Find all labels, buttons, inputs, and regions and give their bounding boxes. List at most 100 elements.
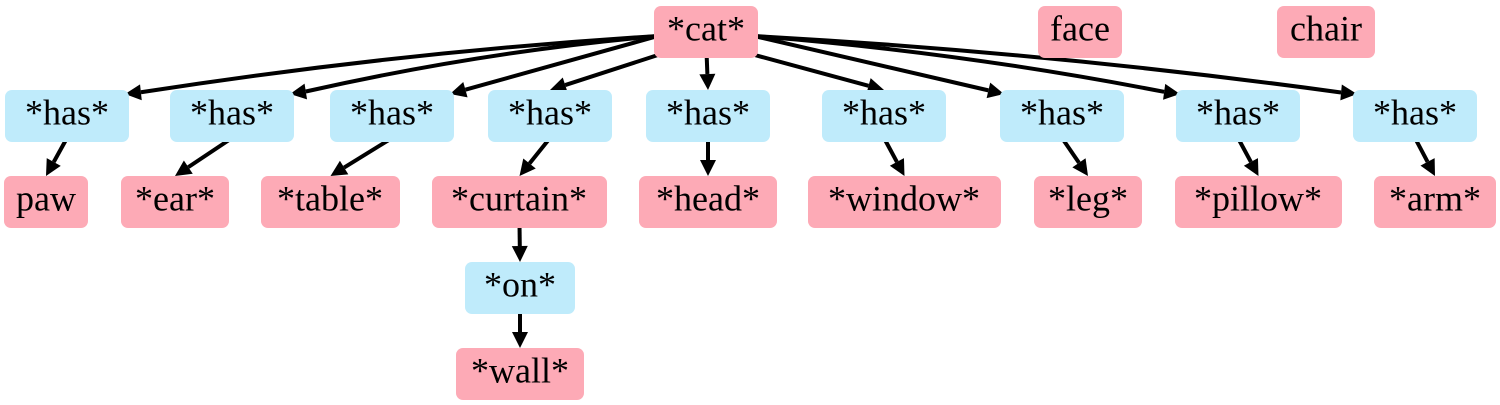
node-cat: *cat* bbox=[654, 6, 758, 58]
node-face: face bbox=[1038, 6, 1122, 58]
edge-cat-to-has6 bbox=[750, 52, 870, 88]
node-has-3-label: *has* bbox=[350, 92, 434, 132]
edge-has2-to-ear bbox=[187, 136, 234, 169]
arrowhead-cat-to-has6 bbox=[866, 78, 884, 94]
node-cat-box bbox=[654, 6, 758, 58]
node-wall: *wall* bbox=[456, 348, 584, 400]
node-has-1: *has* bbox=[5, 90, 129, 142]
node-pillow: *pillow* bbox=[1175, 176, 1342, 228]
arrowhead-cat-to-has8 bbox=[1163, 83, 1180, 100]
edge-cat-to-has9 bbox=[753, 34, 1342, 95]
node-has-2-box bbox=[170, 90, 294, 142]
arrowhead-has9-to-arm bbox=[1420, 158, 1435, 176]
node-chair-label: chair bbox=[1290, 8, 1362, 48]
node-on: *on* bbox=[465, 262, 575, 314]
node-ear: *ear* bbox=[121, 176, 229, 228]
node-pillow-box bbox=[1175, 176, 1342, 228]
node-table: *table* bbox=[261, 176, 400, 228]
node-ear-label: *ear* bbox=[135, 178, 215, 218]
node-curtain-box bbox=[432, 176, 607, 228]
arrowhead-cat-to-has9 bbox=[1340, 84, 1357, 101]
node-arm-box bbox=[1374, 176, 1496, 228]
node-has-8-box bbox=[1176, 90, 1300, 142]
arrowhead-has3-to-table bbox=[330, 160, 349, 176]
node-has-4-box bbox=[488, 90, 612, 142]
edge-cat-to-has7 bbox=[753, 34, 989, 93]
node-paw: paw bbox=[4, 176, 88, 228]
node-has-9-box bbox=[1353, 90, 1477, 142]
node-curtain: *curtain* bbox=[432, 176, 607, 228]
arrowhead-has6-to-window bbox=[889, 158, 905, 176]
node-arm: *arm* bbox=[1374, 176, 1496, 228]
arrowhead-curtain-to-on bbox=[511, 245, 528, 262]
node-paw-label: paw bbox=[16, 178, 76, 218]
node-has-3-box bbox=[330, 90, 454, 142]
arrowhead-has1-to-paw bbox=[46, 158, 61, 176]
edge-has3-to-table bbox=[343, 136, 394, 170]
node-has-3: *has* bbox=[330, 90, 454, 142]
arrowhead-cat-to-has2 bbox=[290, 83, 308, 100]
node-chair: chair bbox=[1277, 6, 1375, 58]
arrowhead-has7-to-leg bbox=[1072, 158, 1088, 176]
node-arm-label: *arm* bbox=[1389, 178, 1481, 218]
node-head-box bbox=[639, 176, 777, 228]
node-has-4-label: *has* bbox=[508, 92, 592, 132]
node-face-box bbox=[1038, 6, 1122, 58]
arrowhead-on-to-wall bbox=[512, 332, 528, 348]
arrowhead-cat-to-has5 bbox=[699, 73, 716, 90]
node-leg: *leg* bbox=[1034, 176, 1142, 228]
node-has-2-label: *has* bbox=[190, 92, 274, 132]
node-on-label: *on* bbox=[484, 264, 556, 304]
node-has-5: *has* bbox=[646, 90, 770, 142]
node-has-6: *has* bbox=[822, 90, 946, 142]
node-has-5-box bbox=[646, 90, 770, 142]
node-has-8: *has* bbox=[1176, 90, 1300, 142]
node-has-9-label: *has* bbox=[1373, 92, 1457, 132]
node-window-label: *window* bbox=[828, 178, 980, 218]
node-has-2: *has* bbox=[170, 90, 294, 142]
node-head-label: *head* bbox=[656, 178, 760, 218]
node-on-box bbox=[465, 262, 575, 314]
node-has-6-box bbox=[822, 90, 946, 142]
node-chair-box bbox=[1277, 6, 1375, 58]
arrowhead-cat-to-has3 bbox=[450, 81, 468, 98]
arrowhead-cat-to-has1 bbox=[125, 84, 142, 101]
node-has-1-box bbox=[5, 90, 129, 142]
node-cat-label: *cat* bbox=[667, 8, 745, 48]
node-has-7: *has* bbox=[1000, 90, 1124, 142]
arrowhead-has5-to-head bbox=[700, 160, 716, 176]
edge-cat-to-has2 bbox=[305, 34, 659, 94]
node-ear-box bbox=[121, 176, 229, 228]
arrowhead-has8-to-pillow bbox=[1243, 158, 1259, 176]
arrowhead-has2-to-ear bbox=[175, 160, 193, 176]
arrowhead-cat-to-has7 bbox=[986, 82, 1004, 99]
node-has-9: *has* bbox=[1353, 90, 1477, 142]
edge-cat-to-has3 bbox=[464, 34, 659, 92]
node-wall-label: *wall* bbox=[471, 350, 569, 390]
node-has-4: *has* bbox=[488, 90, 612, 142]
node-paw-box bbox=[4, 176, 88, 228]
node-wall-box bbox=[456, 348, 584, 400]
node-has-7-box bbox=[1000, 90, 1124, 142]
node-window-box bbox=[808, 176, 1001, 228]
edges-layer bbox=[46, 34, 1435, 348]
node-has-8-label: *has* bbox=[1196, 92, 1280, 132]
edge-cat-to-has4 bbox=[564, 52, 662, 87]
arrowhead-has4-to-curtain bbox=[519, 158, 536, 176]
node-table-box bbox=[261, 176, 400, 228]
node-curtain-label: *curtain* bbox=[451, 178, 587, 218]
node-table-label: *table* bbox=[277, 178, 383, 218]
node-head: *head* bbox=[639, 176, 777, 228]
node-has-1-label: *has* bbox=[25, 92, 109, 132]
node-leg-label: *leg* bbox=[1048, 178, 1128, 218]
nodes-layer: *cat* face chair *has* *has* *has* *has* bbox=[4, 6, 1496, 400]
arrowhead-cat-to-has4 bbox=[550, 77, 568, 93]
node-leg-box bbox=[1034, 176, 1142, 228]
node-has-7-label: *has* bbox=[1020, 92, 1104, 132]
node-has-6-label: *has* bbox=[842, 92, 926, 132]
node-has-5-label: *has* bbox=[666, 92, 750, 132]
node-window: *window* bbox=[808, 176, 1001, 228]
node-face-label: face bbox=[1050, 8, 1110, 48]
edge-cat-to-has1 bbox=[140, 34, 659, 95]
